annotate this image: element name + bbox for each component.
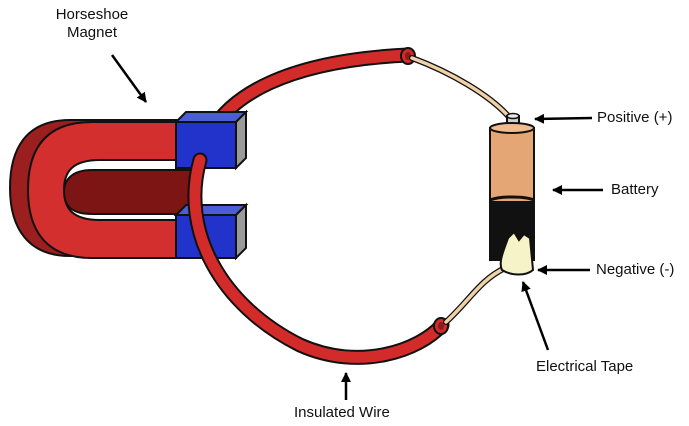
label-magnet-line1: Horseshoe — [55, 6, 129, 23]
arrow-tape — [521, 281, 550, 351]
label-negative: Negative (-) — [596, 261, 675, 278]
magnet-body — [26, 121, 206, 259]
copper-lead-top — [409, 55, 513, 121]
horseshoe-magnet — [8, 109, 249, 261]
arrow-positive — [534, 113, 593, 124]
arrow-magnet — [110, 54, 148, 103]
battery-body-copper — [489, 127, 535, 203]
label-battery: Battery — [611, 181, 659, 198]
electrical-tape — [499, 230, 535, 276]
label-electrical-tape: Electrical Tape — [536, 358, 634, 375]
label-insulated-wire: Insulated Wire — [294, 404, 390, 421]
label-positive: Positive (+) — [597, 109, 673, 126]
magnet-pole-top — [173, 109, 249, 171]
label-horseshoe-magnet: Horseshoe Magnet — [36, 6, 148, 42]
label-magnet-line2: Magnet — [66, 24, 118, 41]
